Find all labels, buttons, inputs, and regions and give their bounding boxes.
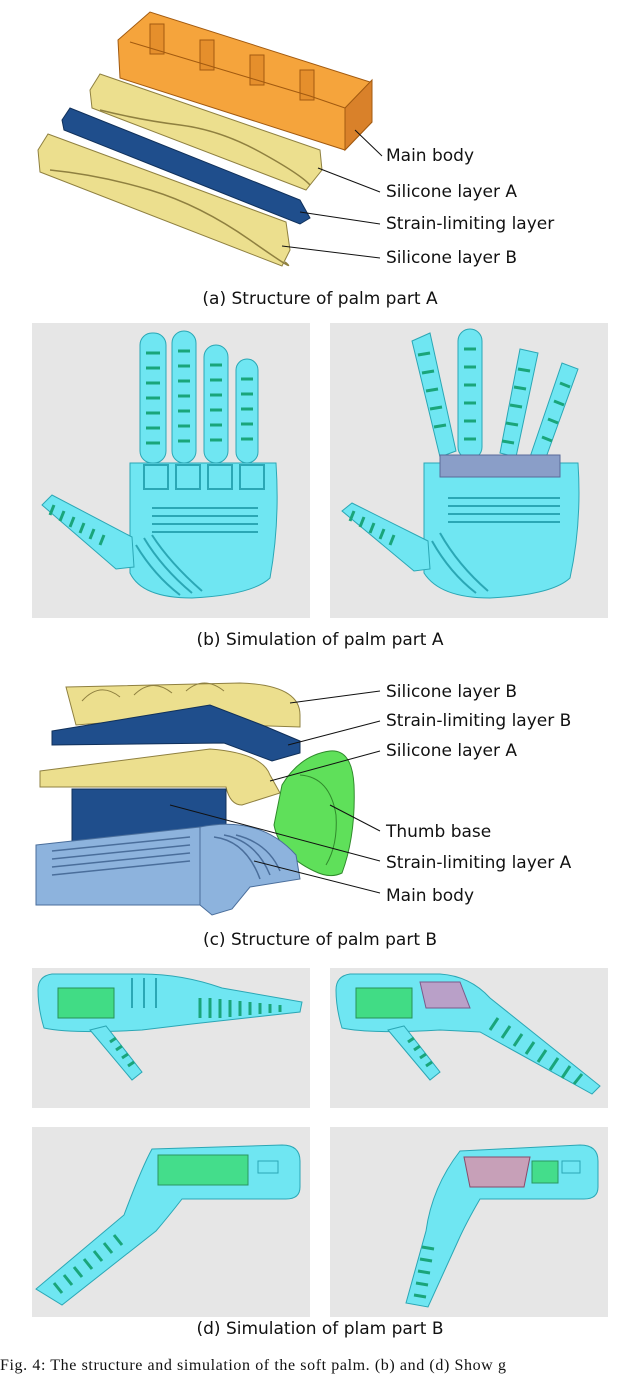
- strain-limiting-layer-b-part: [51, 704, 301, 762]
- main-body-c-part: [35, 823, 301, 916]
- label-strain-limiting-layer-a: Strain-limiting layer: [386, 214, 555, 234]
- strain-limiting-layer-part: [61, 107, 311, 225]
- label-thumb-base: Thumb base: [386, 822, 492, 842]
- silicone-layer-b-part: [37, 133, 291, 267]
- panel-d-image-2: [330, 968, 608, 1108]
- main-body-part: [117, 11, 373, 152]
- label-silicone-layer-b-c: Silicone layer B: [386, 682, 518, 702]
- label-silicone-layer-a-c: Silicone layer A: [386, 741, 518, 761]
- label-strain-limiting-layer-b: Strain-limiting layer B: [386, 711, 572, 731]
- panel-b-right-image: [330, 323, 608, 618]
- thumb-base-part: [273, 750, 355, 877]
- caption-panel-b: (b) Simulation of palm part A: [196, 630, 444, 650]
- caption-panel-c: (c) Structure of palm part B: [202, 930, 438, 950]
- figure-caption: Fig. 4: The structure and simulation of …: [0, 1357, 507, 1374]
- panel-a-figure: [0, 0, 640, 290]
- label-strain-limiting-layer-a-c: Strain-limiting layer A: [386, 853, 572, 873]
- caption-panel-a: (a) Structure of palm part A: [202, 289, 438, 309]
- label-silicone-layer-a-a: Silicone layer A: [386, 182, 518, 202]
- caption-panel-d: (d) Simulation of plam part B: [196, 1319, 444, 1339]
- panel-c-figure: [0, 665, 640, 925]
- panel-d-image-1: [32, 968, 310, 1108]
- label-main-body-a: Main body: [386, 146, 475, 166]
- panel-b-left-image: [32, 323, 310, 618]
- label-main-body-c: Main body: [386, 886, 475, 906]
- label-silicone-layer-b-a: Silicone layer B: [386, 248, 518, 268]
- panel-d-image-4: [330, 1127, 608, 1317]
- panel-d-image-3: [32, 1127, 310, 1317]
